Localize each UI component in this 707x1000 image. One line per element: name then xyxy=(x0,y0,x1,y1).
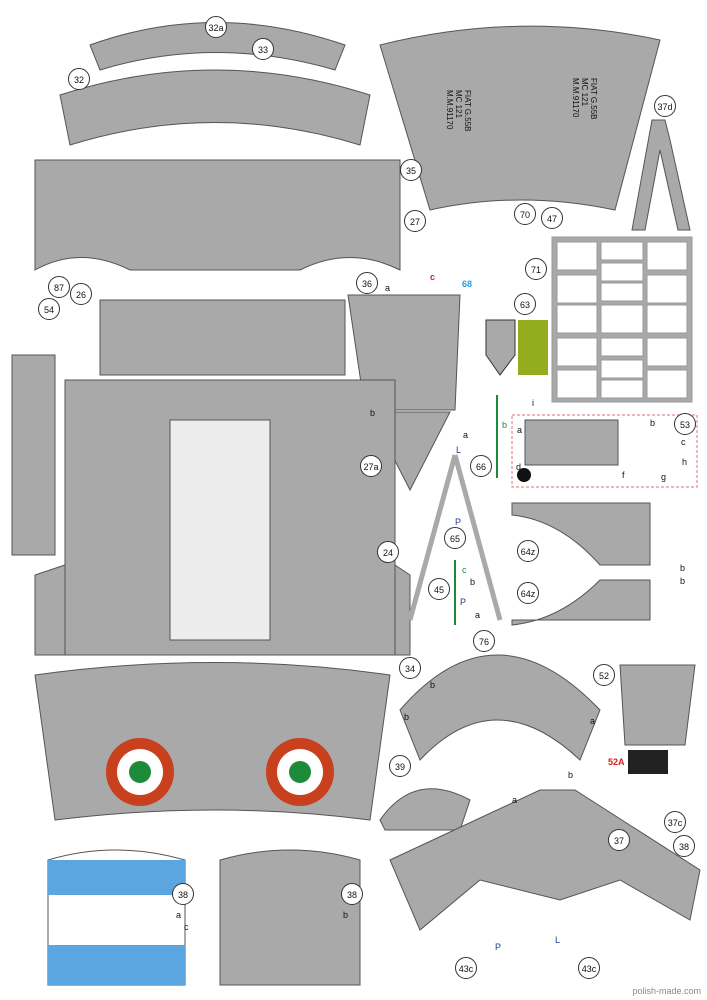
part-label: 38 xyxy=(341,883,363,905)
letter: b xyxy=(370,408,376,418)
letter: b xyxy=(430,680,436,690)
part-63-shield xyxy=(485,319,516,376)
part-label: 43c xyxy=(455,957,477,979)
letter: b xyxy=(470,577,476,587)
part-label: 71 xyxy=(525,258,547,280)
letter: f xyxy=(622,470,625,480)
part-76 xyxy=(399,654,601,761)
letter: P xyxy=(460,597,467,607)
letter: a xyxy=(512,795,518,805)
part-39 xyxy=(379,788,471,831)
part-label: 37 xyxy=(608,829,630,851)
letter: L xyxy=(456,445,462,455)
letter: P xyxy=(495,942,502,952)
part-37 xyxy=(389,789,701,931)
part-34 xyxy=(34,662,391,821)
letter: b xyxy=(680,576,686,586)
part-label: 66 xyxy=(470,455,492,477)
part-52A xyxy=(628,750,668,774)
letter: c xyxy=(430,272,436,282)
part-label: 54 xyxy=(38,298,60,320)
part-32 xyxy=(59,69,371,146)
part-label: 45 xyxy=(428,578,450,600)
part-label: 63 xyxy=(514,293,536,315)
part-label: 47 xyxy=(541,207,563,229)
letter: c xyxy=(681,437,686,447)
part-71-grid xyxy=(551,236,693,403)
part-24-white-panel xyxy=(169,419,271,641)
part-38-grey xyxy=(219,849,361,986)
part-64zL xyxy=(511,502,651,566)
part-37d xyxy=(631,119,691,231)
letter: g xyxy=(661,472,667,482)
part-label: 34 xyxy=(399,657,421,679)
roundel-left xyxy=(106,738,174,806)
part-label: 32 xyxy=(68,68,90,90)
part-64zP xyxy=(511,579,651,626)
part-label: 26 xyxy=(70,283,92,305)
footer-watermark: polish-made.com xyxy=(632,986,701,996)
part-label: 24 xyxy=(377,541,399,563)
part-33 xyxy=(89,22,346,71)
part-label: 87 xyxy=(48,276,70,298)
letter: a xyxy=(176,910,182,920)
letter: a xyxy=(463,430,469,440)
letter: P xyxy=(455,517,462,527)
part-52 xyxy=(619,664,696,746)
letter: c xyxy=(462,565,467,575)
part-35 xyxy=(379,25,661,211)
letter: a xyxy=(590,716,596,726)
part-label: 38 xyxy=(172,883,194,905)
part-53-box xyxy=(511,414,698,488)
part-label: 35 xyxy=(400,159,422,181)
part-label: 32a xyxy=(205,16,227,38)
part-label: 65 xyxy=(444,527,466,549)
letter: b xyxy=(343,910,349,920)
part-65-struts xyxy=(407,454,503,621)
part-label: 53 xyxy=(674,413,696,435)
part-26 xyxy=(99,299,346,376)
part-label: 37d xyxy=(654,95,676,117)
part-label: 38 xyxy=(673,835,695,857)
part-63-olive xyxy=(518,320,548,375)
part-label: 76 xyxy=(473,630,495,652)
part-24-wings xyxy=(34,564,411,656)
part-label: 70 xyxy=(514,203,536,225)
letter: b xyxy=(680,563,686,573)
letter: c xyxy=(184,922,189,932)
letter: a xyxy=(385,283,391,293)
roundel-right xyxy=(266,738,334,806)
part-label: 64z xyxy=(517,582,539,604)
part-label: 36 xyxy=(356,272,378,294)
part-label: 37c xyxy=(664,811,686,833)
part-53a xyxy=(524,419,619,466)
letter: a xyxy=(475,610,481,620)
letter: b xyxy=(404,712,410,722)
letter: d xyxy=(516,462,522,472)
part-label: 27 xyxy=(404,210,426,232)
letter: i xyxy=(532,398,534,408)
part-label: 52 xyxy=(593,664,615,686)
letter: b xyxy=(502,420,508,430)
part-label-52A: 52A xyxy=(608,757,625,767)
part-label: 43c xyxy=(578,957,600,979)
part-label: 39 xyxy=(389,755,411,777)
letter: b xyxy=(568,770,574,780)
flag-stripe-top xyxy=(48,860,185,895)
letter: a xyxy=(517,425,523,435)
part-left-strip xyxy=(11,354,56,556)
letter: h xyxy=(682,457,688,467)
letter: b xyxy=(650,418,656,428)
part-label: 27a xyxy=(360,455,382,477)
part-27 xyxy=(34,159,401,271)
part-label: 64z xyxy=(517,540,539,562)
part-53d xyxy=(517,468,531,482)
letter: L xyxy=(555,935,561,945)
part-label: 33 xyxy=(252,38,274,60)
flag-stripe-bottom xyxy=(48,945,185,985)
part-label-68: 68 xyxy=(462,279,473,289)
